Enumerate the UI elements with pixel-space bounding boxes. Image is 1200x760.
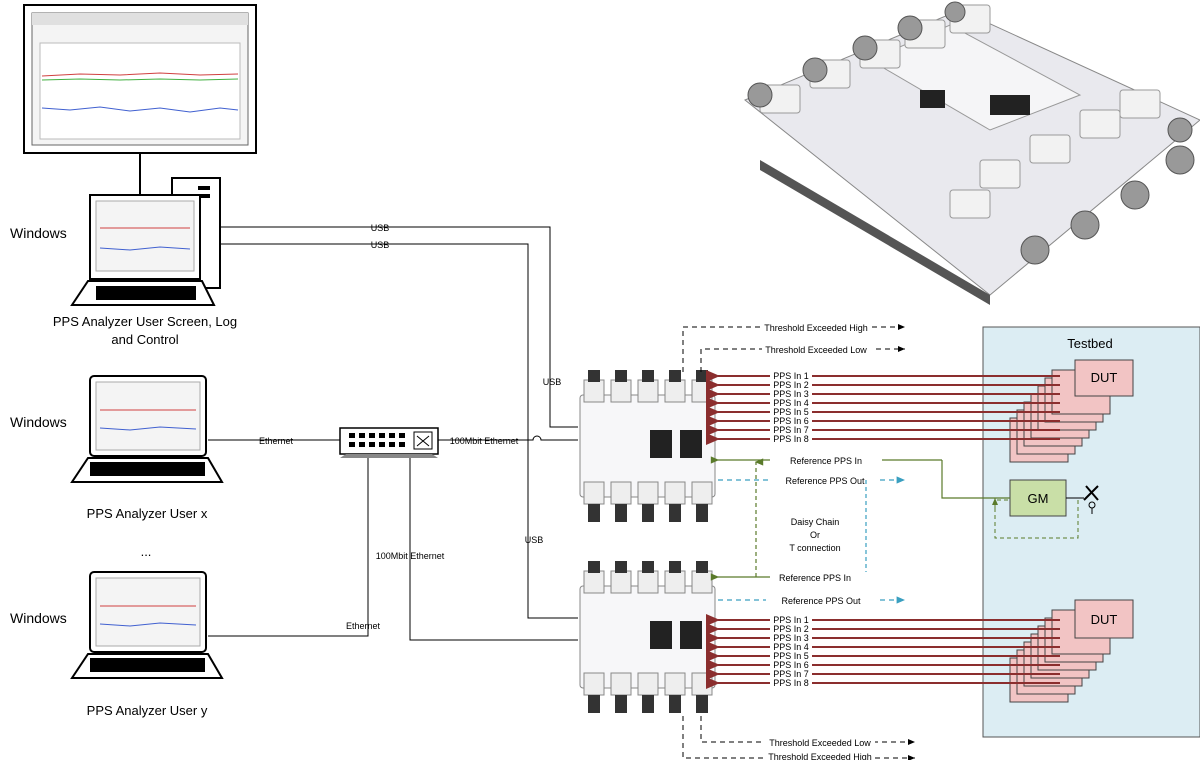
daisy-chain-line1: Daisy Chain (791, 517, 840, 527)
threshold-high-bottom-label: Threshold Exceeded High (768, 752, 872, 760)
threshold-low-top-label: Threshold Exceeded Low (765, 345, 867, 355)
ethernet-label-1: Ethernet (259, 436, 294, 446)
ellipsis: ... (141, 544, 152, 559)
pc-caption-line1: PPS Analyzer User Screen, Log (53, 314, 237, 329)
pps-input-label: PPS In 8 (773, 434, 809, 444)
daisy-chain-line2: Or (810, 530, 820, 540)
threshold-low-bottom-label: Threshold Exceeded Low (769, 738, 871, 748)
daisy-chain-line3: T connection (789, 543, 840, 553)
laptop-x (72, 376, 222, 482)
usb-label-3: USB (543, 377, 562, 387)
network-switch (340, 428, 438, 458)
usb-label-4: USB (525, 535, 544, 545)
ref-out-bottom-label: Reference PPS Out (781, 596, 861, 606)
ref-in-bottom-label: Reference PPS In (779, 573, 851, 583)
testbed-title: Testbed (1067, 336, 1113, 351)
daisy-blue-link (866, 480, 880, 577)
os-label-laptop-x: Windows (10, 414, 67, 430)
laptop-y (72, 572, 222, 678)
os-label-laptop-y: Windows (10, 610, 67, 626)
usb-label-2: USB (371, 240, 390, 250)
lan-label-1: 100Mbit Ethernet (450, 436, 519, 446)
ref-in-top-label: Reference PPS In (790, 456, 862, 466)
ethernet-label-2: Ethernet (346, 621, 381, 631)
laptop-x-caption: PPS Analyzer User x (87, 506, 208, 521)
dut-bottom-label: DUT (1091, 612, 1118, 627)
analyzer-board-photo (745, 2, 1200, 305)
os-label-pc: Windows (10, 225, 67, 241)
usb-cable-1 (220, 227, 578, 427)
analyzer-unit-bottom (580, 561, 715, 713)
ethernet-cable-laptop-y (208, 458, 368, 636)
lan-label-2: 100Mbit Ethernet (376, 551, 445, 561)
lan-cable-bottom (410, 458, 578, 640)
analyzer-unit-top (580, 370, 715, 522)
pps-input-label: PPS In 8 (773, 678, 809, 688)
pc-caption-line2: and Control (111, 332, 178, 347)
gm-label: GM (1028, 491, 1049, 506)
threshold-high-top-label: Threshold Exceeded High (764, 323, 868, 333)
ref-out-top-label: Reference PPS Out (785, 476, 865, 486)
laptop-y-caption: PPS Analyzer User y (87, 703, 208, 718)
usb-label-1: USB (371, 223, 390, 233)
desktop-pc (24, 5, 256, 305)
dut-top-label: DUT (1091, 370, 1118, 385)
